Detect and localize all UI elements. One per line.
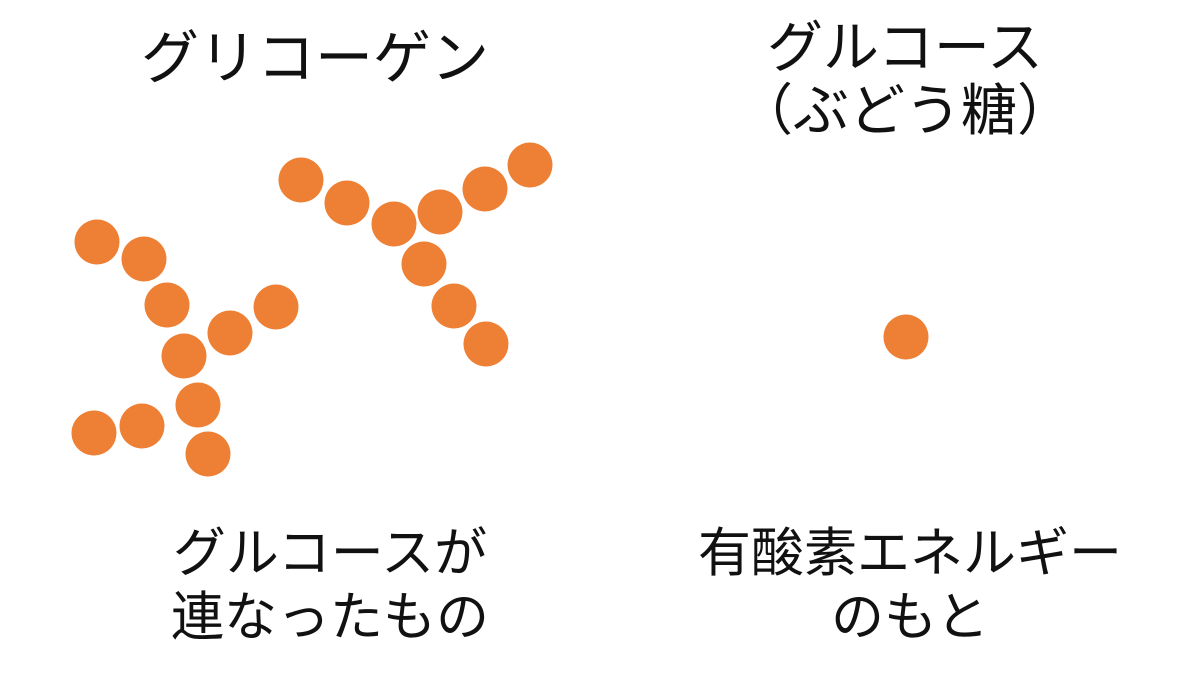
- glucose-unit-dot: [121, 236, 167, 282]
- glucose-unit-dot: [175, 382, 221, 428]
- single-glucose-dot: [883, 314, 929, 360]
- glucose-caption: 有酸素エネルギー のもと: [660, 522, 1160, 649]
- glucose-unit-dot: [401, 241, 447, 287]
- glucose-unit-dot: [185, 431, 231, 477]
- glucose-title: グルコース （ぶどう糖）: [700, 16, 1110, 144]
- glucose-unit-dot: [119, 403, 165, 449]
- glucose-molecule: [883, 314, 929, 360]
- glucose-unit-dot: [207, 310, 253, 356]
- glycogen-title-text: グリコーゲン: [140, 24, 489, 92]
- glucose-caption-line2: のもと: [831, 586, 989, 648]
- glycogen-caption: グルコースが 連なったもの: [110, 522, 550, 649]
- glycogen-title: グリコーゲン: [115, 24, 515, 92]
- glucose-unit-dot: [144, 282, 190, 328]
- glucose-unit-dot: [462, 166, 508, 212]
- glycogen-molecule-cluster: [71, 142, 553, 477]
- glucose-caption-line1: 有酸素エネルギー: [698, 523, 1122, 584]
- glycogen-caption-line2: 連なったもの: [171, 586, 489, 648]
- glycogen-caption-line1: グルコースが: [172, 523, 488, 584]
- glucose-unit-dot: [371, 201, 417, 247]
- glucose-unit-dot: [71, 410, 117, 456]
- glucose-title-line1: グルコース: [766, 16, 1044, 81]
- glucose-unit-dot: [278, 157, 324, 203]
- glucose-unit-dot: [507, 142, 553, 188]
- glucose-title-line2: （ぶどう糖）: [737, 78, 1073, 144]
- glucose-unit-dot: [324, 180, 370, 226]
- glucose-unit-dot: [431, 283, 477, 329]
- glucose-unit-dot: [417, 189, 463, 235]
- glucose-unit-dot: [74, 219, 120, 265]
- glucose-unit-dot: [463, 321, 509, 367]
- glucose-unit-dot: [161, 333, 207, 379]
- glucose-unit-dot: [253, 284, 299, 330]
